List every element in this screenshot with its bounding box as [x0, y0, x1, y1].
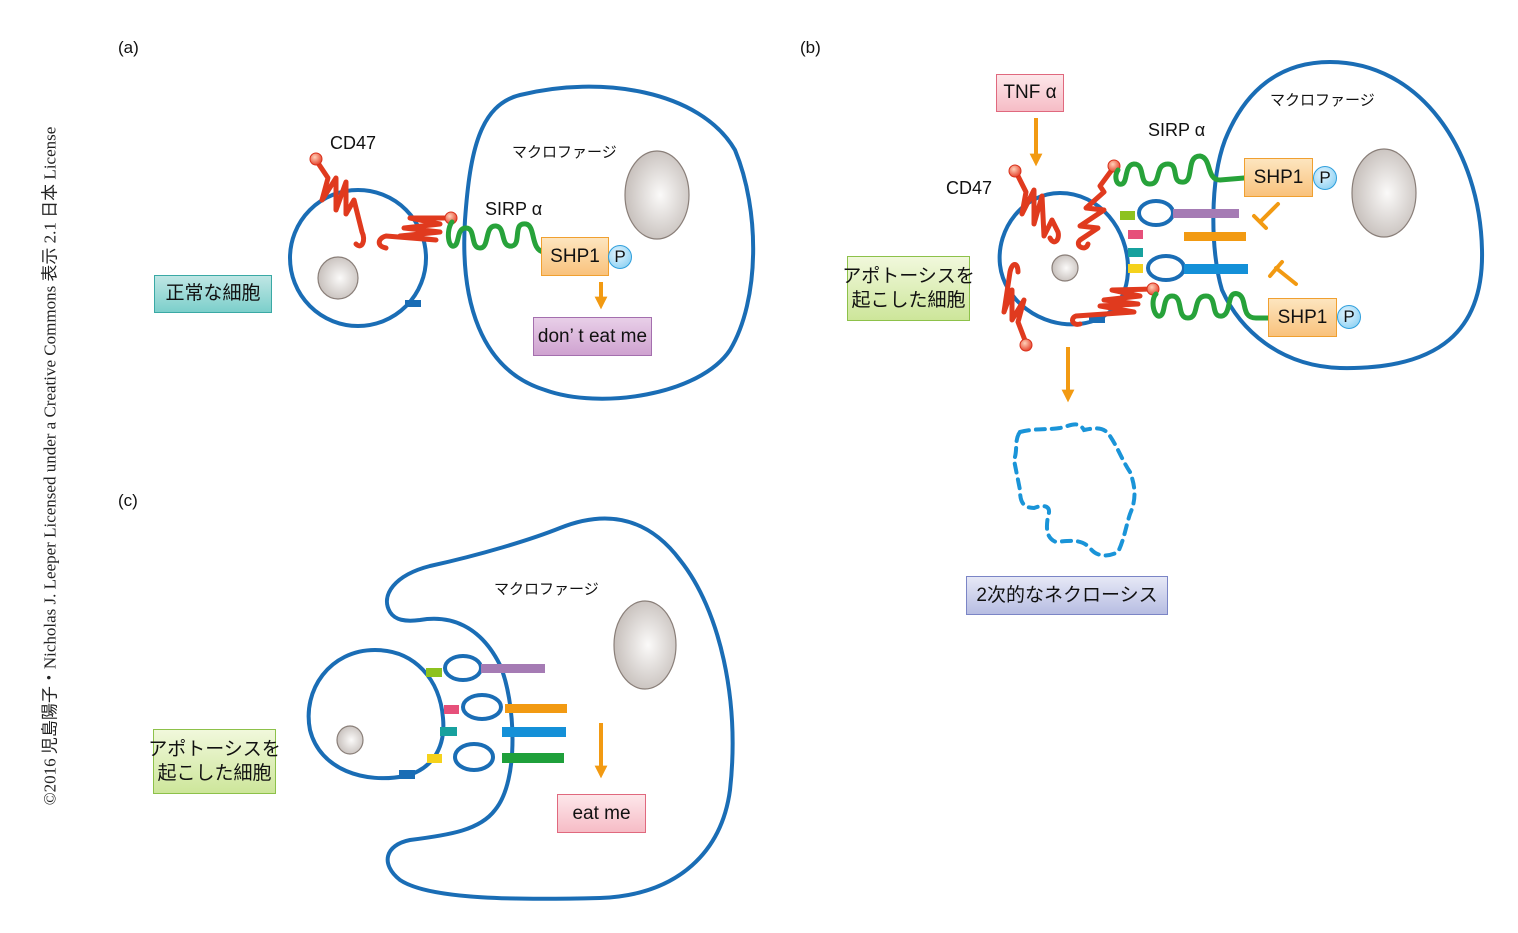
macrophage-label: マクロファージ	[1270, 92, 1375, 109]
ligand-marker-green	[1120, 211, 1135, 220]
sirpa-label: SIRP α	[1148, 120, 1206, 140]
receptor-bar-orange	[505, 704, 567, 713]
ligand-marker-pink	[444, 705, 459, 714]
membrane-marker	[405, 300, 421, 307]
ligand-marker-pink	[1128, 230, 1143, 239]
receptor-bar-purple	[1173, 209, 1239, 218]
ligand-marker-teal	[440, 727, 457, 736]
normal-cell-membrane	[288, 188, 428, 328]
secondary-necrosis-label: 2次的なネクローシス	[966, 576, 1168, 615]
macrophage-label: マクロファージ	[494, 581, 599, 598]
receptor-loop	[443, 654, 483, 682]
shp1-box-top: SHP1	[1244, 158, 1313, 197]
panel-label-c: (c)	[118, 491, 138, 510]
ligand-marker-yellow	[1128, 264, 1143, 273]
cd47-molecule	[1075, 164, 1117, 251]
apoptotic-cell-label-line1: アポトーシスを	[148, 738, 281, 760]
panel-label-b: (b)	[800, 38, 821, 57]
cd47-molecule-bound	[376, 215, 453, 251]
outcome-eat-me: eat me	[557, 794, 646, 833]
cd47-label: CD47	[330, 133, 377, 153]
outcome-dont-eat-me: don’ t eat me	[533, 317, 652, 356]
phosphate-badge-top: P	[1313, 166, 1337, 190]
tnf-alpha-box: TNF α	[996, 74, 1064, 112]
panel-b	[997, 59, 1485, 558]
receptor-bar-blue	[502, 727, 566, 737]
phosphate-badge-bottom: P	[1337, 305, 1361, 329]
ligand-marker-green	[426, 668, 442, 677]
receptor-bar-blue	[1184, 264, 1248, 274]
shp1-box-bottom: SHP1	[1268, 298, 1337, 337]
macrophage-label: マクロファージ	[512, 144, 617, 161]
apoptotic-cell-membrane	[306, 647, 446, 781]
apoptotic-cell-label: アポトーシスを 起こした細胞	[148, 729, 281, 794]
panel-label-a: (a)	[118, 38, 139, 57]
cd47-label: CD47	[946, 178, 993, 198]
receptor-bar-green	[502, 753, 564, 763]
macrophage-nucleus	[624, 150, 690, 240]
cd47-head	[309, 152, 323, 166]
cd47-molecule	[1001, 262, 1029, 346]
macrophage-membrane	[462, 84, 756, 401]
apoptotic-cell-label-line2: 起こした細胞	[157, 762, 272, 784]
receptor-loop	[1137, 199, 1175, 227]
sirpa-label: SIRP α	[485, 199, 543, 219]
copyright-notice: ©2016 児島陽子・Nicholas J. Leeper Licensed u…	[40, 126, 60, 806]
macrophage-nucleus	[613, 600, 677, 690]
macrophage-membrane	[1211, 59, 1485, 371]
cd47-head	[1019, 338, 1033, 352]
apoptotic-cell-label-line1: アポトーシスを	[842, 265, 975, 287]
normal-cell-nucleus	[317, 256, 359, 300]
receptor-loop	[1146, 254, 1186, 282]
inhibition-arrow	[1268, 260, 1298, 286]
sirpa-molecule	[1113, 153, 1247, 187]
macrophage-nucleus	[1351, 148, 1417, 238]
inhibition-arrow	[1252, 202, 1280, 230]
phosphate-badge: P	[608, 245, 632, 269]
receptor-loop	[453, 742, 495, 772]
receptor-bar-purple	[481, 664, 545, 673]
sirpa-molecule	[1150, 291, 1273, 321]
apoptotic-cell-nucleus	[336, 725, 364, 755]
cd47-molecule-bound	[1070, 286, 1155, 327]
ligand-marker-yellow	[427, 754, 442, 763]
apoptotic-cell-label-line2: 起こした細胞	[851, 289, 966, 311]
necrotic-cell-outline	[1011, 422, 1137, 558]
sirpa-molecule	[445, 219, 559, 255]
membrane-marker	[1089, 314, 1105, 323]
panel-a	[288, 84, 756, 401]
cd47-molecule	[313, 157, 367, 249]
receptor-loop	[461, 693, 503, 721]
macrophage-membrane	[384, 516, 735, 901]
receptor-bar-orange	[1184, 232, 1246, 241]
apoptotic-cell-nucleus	[1051, 254, 1079, 282]
ligand-marker-teal	[1128, 248, 1143, 257]
panel-c	[306, 516, 735, 901]
apoptotic-cell-label: アポトーシスを 起こした細胞	[842, 256, 975, 321]
normal-cell-label: 正常な細胞	[154, 275, 272, 313]
shp1-box: SHP1	[541, 237, 609, 276]
membrane-marker	[399, 770, 415, 779]
cd47-head	[1008, 164, 1022, 178]
cd47-molecule	[1013, 169, 1061, 245]
